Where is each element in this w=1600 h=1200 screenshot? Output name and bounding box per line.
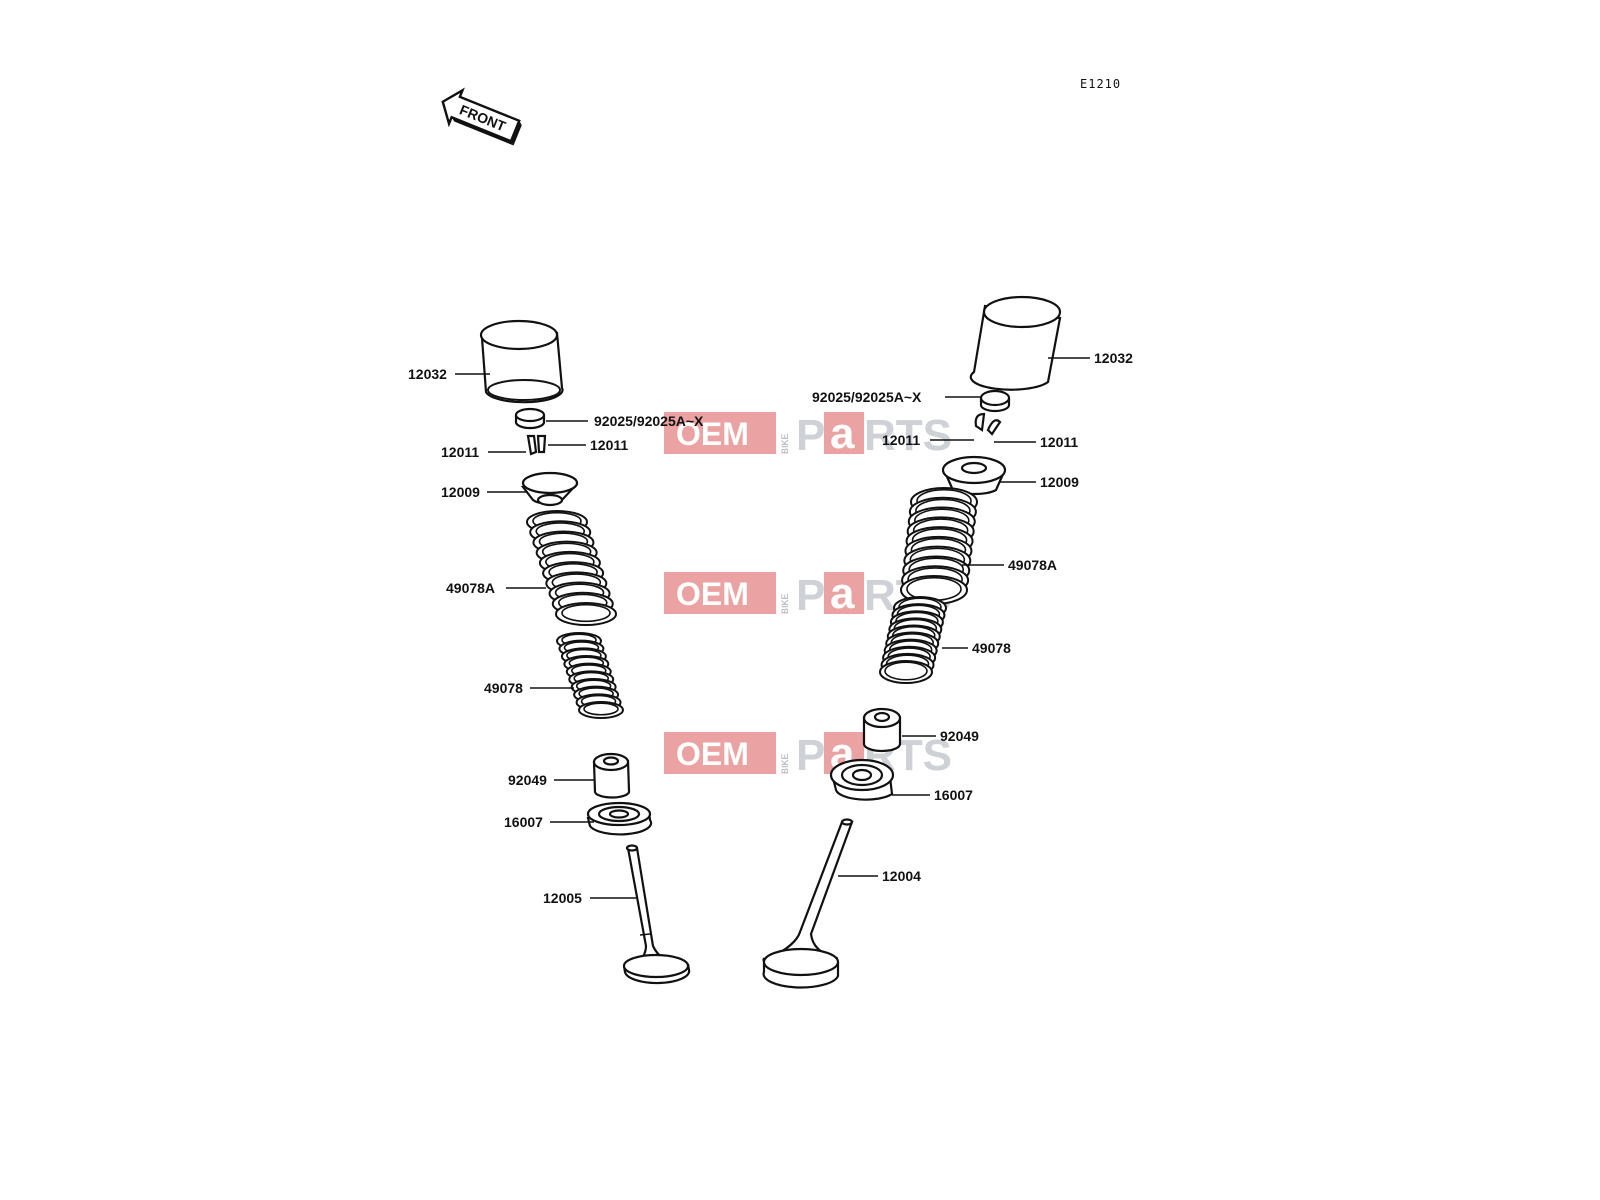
left-stem-seal-label: 92049 <box>508 772 547 788</box>
right-keeper-label-a: 12011 <box>882 432 920 448</box>
right-callouts: 12032 92025/92025A~X 12011 12011 12009 4… <box>812 350 1133 884</box>
svg-text:P: P <box>796 411 825 460</box>
right-spring-seat-label: 16007 <box>934 787 973 803</box>
right-retainer-part[interactable] <box>941 455 1007 496</box>
left-tappet-part[interactable] <box>479 319 564 404</box>
svg-text:P: P <box>796 571 825 620</box>
left-keeper-label-b: 12011 <box>590 437 628 453</box>
left-retainer-part[interactable] <box>520 471 579 507</box>
svg-text:a: a <box>830 409 855 458</box>
right-valve-label: 12004 <box>882 868 921 884</box>
right-keepers-part[interactable] <box>974 412 1002 436</box>
left-valve-part[interactable] <box>622 844 691 985</box>
left-inner-spring-label: 49078 <box>484 680 523 696</box>
right-shim-label: 92025/92025A~X <box>812 389 922 405</box>
right-stem-seal-part[interactable] <box>862 707 902 753</box>
left-spring-seat-label: 16007 <box>504 814 543 830</box>
right-outer-spring-part[interactable] <box>900 487 978 605</box>
right-inner-spring-part[interactable] <box>879 596 947 684</box>
left-shim-label: 92025/92025A~X <box>594 413 704 429</box>
right-keeper-label-b: 12011 <box>1040 434 1078 450</box>
svg-text:OEM: OEM <box>676 416 749 452</box>
left-keepers-part[interactable] <box>526 434 547 456</box>
right-tappet-label: 12032 <box>1094 350 1133 366</box>
left-tappet-label: 12032 <box>408 366 447 382</box>
right-outer-spring-label: 49078A <box>1008 557 1057 573</box>
svg-text:BIKE: BIKE <box>780 593 790 614</box>
svg-text:BIKE: BIKE <box>780 433 790 454</box>
front-arrow: FRONT <box>441 87 522 146</box>
left-assembly <box>479 319 691 985</box>
right-retainer-label: 12009 <box>1040 474 1079 490</box>
watermark-1: OEM BIKE P a RTS <box>664 409 952 460</box>
svg-text:OEM: OEM <box>676 736 749 772</box>
svg-text:OEM: OEM <box>676 576 749 612</box>
diagram-code: E1210 <box>1080 77 1121 91</box>
watermark: OEM BIKE P a RTS OEM BIKE P a RTS OEM BI… <box>664 409 952 780</box>
left-valve-label: 12005 <box>543 890 582 906</box>
left-spring-seat-part[interactable] <box>586 801 653 836</box>
left-outer-spring-label: 49078A <box>446 580 495 596</box>
spring-coil-inner <box>561 603 611 623</box>
svg-text:BIKE: BIKE <box>780 753 790 774</box>
right-inner-spring-label: 49078 <box>972 640 1011 656</box>
left-keeper-label-a: 12011 <box>441 444 479 460</box>
right-tappet-part[interactable] <box>969 295 1062 391</box>
left-shim-part[interactable] <box>514 407 546 430</box>
left-outer-spring-part[interactable] <box>526 510 617 626</box>
right-valve-part[interactable] <box>762 818 854 989</box>
left-inner-spring-part[interactable] <box>556 632 624 719</box>
right-stem-seal-label: 92049 <box>940 728 979 744</box>
spring-coil-inner <box>884 661 928 681</box>
right-shim-part[interactable] <box>979 389 1011 413</box>
right-spring-seat-part[interactable] <box>829 758 895 801</box>
svg-text:a: a <box>830 569 855 618</box>
left-retainer-label: 12009 <box>441 484 480 500</box>
left-stem-seal-part[interactable] <box>592 752 631 799</box>
spring-coil-inner <box>583 702 619 716</box>
svg-text:P: P <box>796 731 825 780</box>
left-callouts: 12032 92025/92025A~X 12011 12011 12009 4… <box>408 366 704 906</box>
watermark-2: OEM BIKE P a RTS <box>664 569 952 620</box>
right-assembly <box>762 295 1062 989</box>
svg-text:RTS: RTS <box>864 411 952 460</box>
